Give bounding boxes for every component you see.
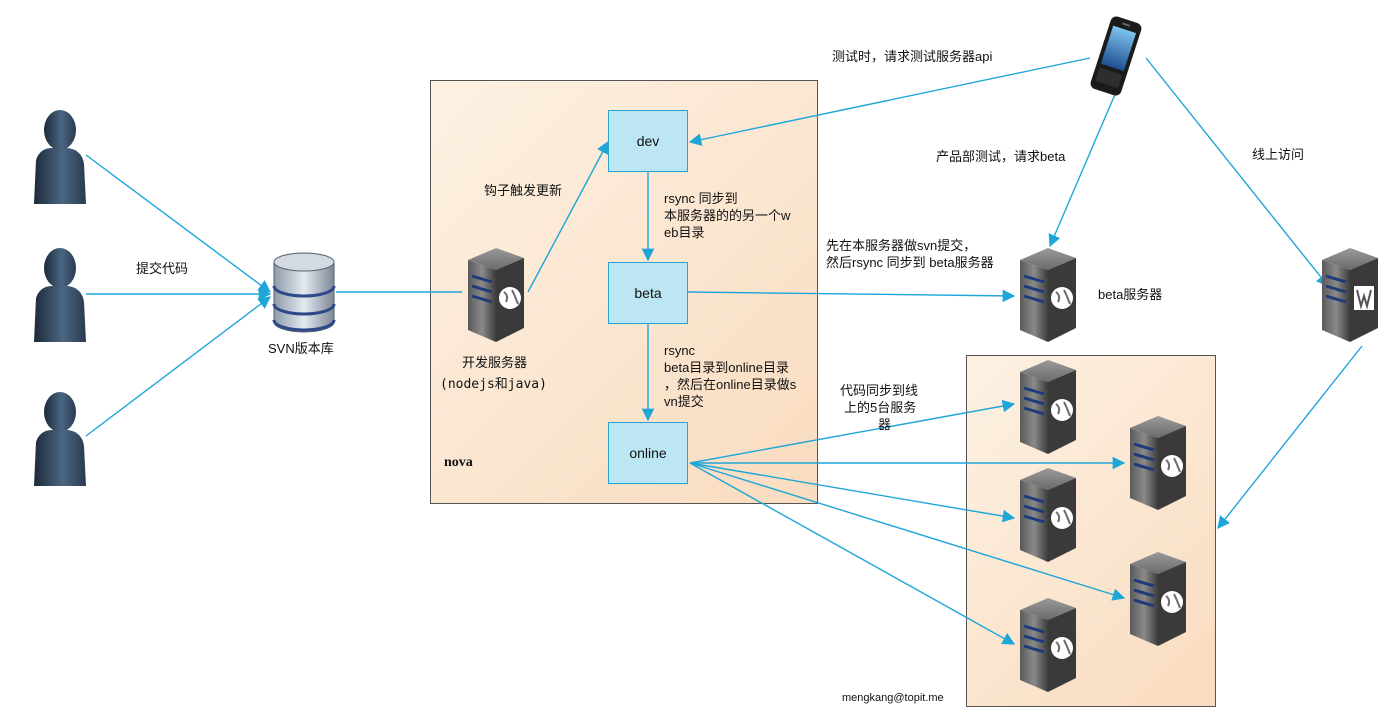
arrow-phone-webserver xyxy=(1145,57,1329,287)
beta-server-label: beta服务器 xyxy=(1098,287,1163,302)
arrow-beta-betaserver xyxy=(687,289,1016,303)
arrow-online-server4 xyxy=(689,462,1126,601)
dev-node-label: dev xyxy=(636,133,660,149)
server-icon xyxy=(1020,598,1076,692)
code-sync-line2: 上的5台服务 xyxy=(844,400,917,415)
arrow-user1-svn xyxy=(85,154,272,293)
arrow-online-server1 xyxy=(689,399,1016,464)
online-access-label: 线上访问 xyxy=(1252,147,1305,162)
database-icon xyxy=(272,252,336,333)
arrow-online-server3 xyxy=(689,462,1016,523)
beta-node-label: beta xyxy=(634,285,662,301)
dev-node: dev xyxy=(608,110,688,172)
code-sync-line3: 器 xyxy=(878,417,892,432)
nova-region-label: nova xyxy=(444,455,473,470)
rsync-beta-online-line4: vn提交 xyxy=(664,394,704,409)
arrow-devserver-dev xyxy=(527,140,609,293)
user-icon xyxy=(34,110,86,204)
user-icon xyxy=(34,248,86,342)
online-servers-region xyxy=(966,355,1216,707)
test-request-label: 测试时，请求测试服务器api xyxy=(832,49,993,64)
arrow-phone-dev xyxy=(688,57,1091,146)
server-icon xyxy=(1020,248,1076,342)
online-node: online xyxy=(608,422,688,484)
product-test-label: 产品部测试，请求beta xyxy=(936,149,1066,164)
arrow-online-server5 xyxy=(689,462,1016,645)
server-icon xyxy=(1130,416,1186,510)
dev-server-tech-label: (nodejs和java) xyxy=(440,377,547,392)
server-icon xyxy=(1130,552,1186,646)
rsync-beta-online-line1: rsync xyxy=(664,343,696,358)
svn-commit-rsync-line2: 然后rsync 同步到 beta服务器 xyxy=(826,255,994,270)
svn-commit-rsync-line1: 先在本服务器做svn提交， xyxy=(826,238,977,253)
rsync-dev-beta-line2: 本服务器的的另一个w xyxy=(664,208,791,223)
rsync-beta-online-line3: ，然后在online目录做s xyxy=(664,377,797,392)
rsync-dev-beta-line3: eb目录 xyxy=(664,225,705,240)
web-server-icon xyxy=(1322,248,1378,342)
online-node-label: online xyxy=(629,445,667,461)
svn-repo-label: SVN版本库 xyxy=(268,341,334,356)
commit-code-label: 提交代码 xyxy=(136,261,189,276)
rsync-beta-online-line2: beta目录到online目录 xyxy=(664,360,789,375)
code-sync-line1: 代码同步到线 xyxy=(840,383,919,398)
server-icon xyxy=(1020,468,1076,562)
dev-server-label: 开发服务器 xyxy=(462,355,528,370)
hook-trigger-label: 钩子触发更新 xyxy=(484,183,563,198)
arrow-webserver-cluster xyxy=(1217,345,1363,529)
mobile-phone-icon xyxy=(1090,16,1142,96)
user-icon xyxy=(34,392,86,486)
rsync-dev-beta-line1: rsync 同步到 xyxy=(664,191,738,206)
server-icon xyxy=(1020,360,1076,454)
arrow-phone-betaserver xyxy=(1048,91,1117,248)
arrow-user3-svn xyxy=(85,296,272,437)
beta-node: beta xyxy=(608,262,688,324)
server-icon xyxy=(468,248,524,342)
credit-label: mengkang@topit.me xyxy=(842,692,944,704)
